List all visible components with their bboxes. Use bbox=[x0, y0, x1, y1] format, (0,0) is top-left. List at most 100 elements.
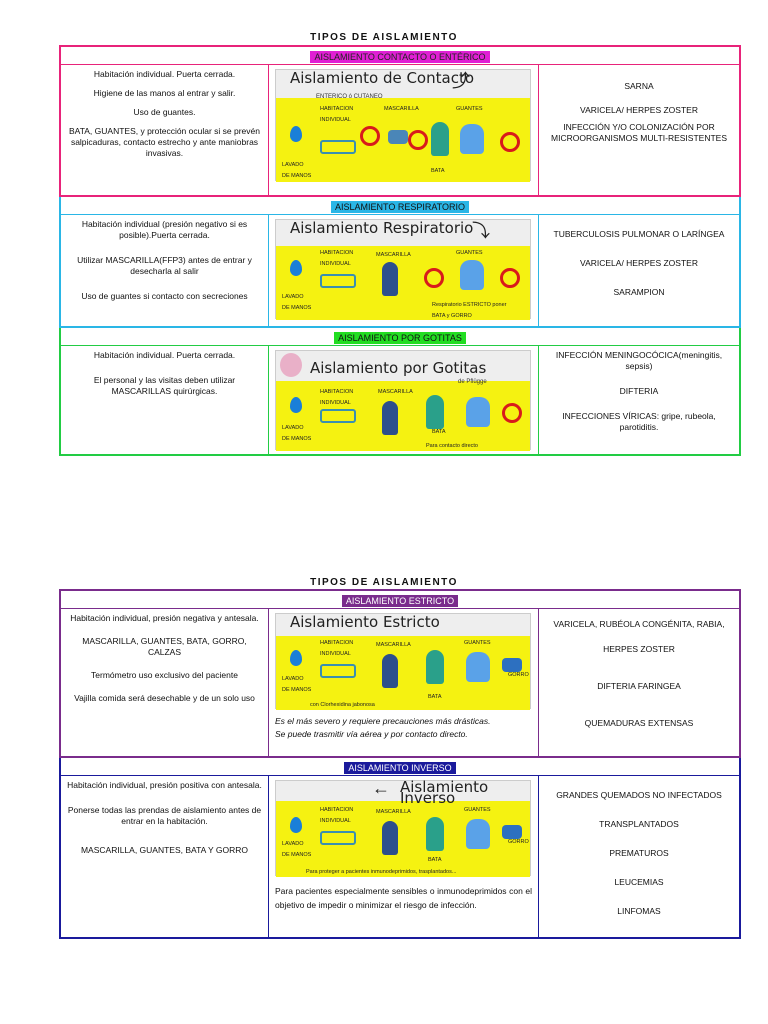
nurse-icon bbox=[382, 821, 398, 855]
note-text: Es el más severo y requiere precauciones… bbox=[275, 716, 491, 726]
precautions-cell: Habitación individual, presión negativa … bbox=[61, 609, 269, 756]
label-mascarilla: MASCARILLA bbox=[384, 106, 419, 112]
illustration-inverso: Aislamiento Inverso HABITACION INDIVIDUA… bbox=[275, 778, 531, 877]
illustration-estricto: Aislamiento Estricto HABITACION INDIVIDU… bbox=[275, 613, 531, 710]
sneeze-icon bbox=[280, 353, 302, 377]
illustration-cell: Aislamiento Estricto HABITACION INDIVIDU… bbox=[269, 609, 539, 756]
disease-text: INFECCIÓN Y/O COLONIZACIÓN POR MICROORGA… bbox=[551, 122, 727, 143]
no-entry-icon bbox=[424, 268, 444, 288]
bed-icon bbox=[320, 831, 356, 845]
no-entry-icon bbox=[500, 268, 520, 288]
section-header: AISLAMIENTO ESTRICTO bbox=[61, 591, 739, 608]
diseases-cell: INFECCIÓN MENINGOCÓCICA(meningitis, seps… bbox=[539, 346, 739, 454]
disease-text: INFECCIÓN MENINGOCÓCICA(meningitis, seps… bbox=[555, 350, 723, 371]
illustration-cell: Aislamiento de Contacto ENTERICO ó CUTAN… bbox=[269, 65, 539, 195]
precaution-text: MASCARILLA, GUANTES, BATA, GORRO, CALZAS bbox=[82, 636, 247, 657]
label-gorro: GORRO bbox=[508, 839, 529, 845]
disease-text: INFECCIONES VÍRICAS: gripe, rubeola, par… bbox=[562, 411, 716, 432]
label-lavado: LAVADO DE MANOS bbox=[282, 425, 312, 442]
illustration-respiratorio: Aislamiento Respiratorio HABITACION INDI… bbox=[275, 219, 531, 320]
nurse-icon bbox=[426, 395, 444, 429]
nurse-icon bbox=[426, 650, 444, 684]
bed-icon bbox=[320, 664, 356, 678]
page-2-table: AISLAMIENTO ESTRICTO Habitación individu… bbox=[59, 589, 741, 939]
label-habitacion: HABITACION INDIVIDUAL bbox=[320, 640, 354, 657]
illustration-note: Es el más severo y requiere precauciones… bbox=[275, 715, 532, 741]
illustration-subtitle: de Pflügge bbox=[458, 379, 487, 385]
precaution-text: Habitación individual. Puerta cerrada. bbox=[93, 350, 236, 360]
cap-icon bbox=[502, 825, 522, 839]
precaution-text: Habitación individual (presión negativo … bbox=[81, 219, 248, 240]
disease-text: HERPES ZOSTER bbox=[603, 644, 675, 654]
section-respiratorio: AISLAMIENTO RESPIRATORIO Habitación indi… bbox=[59, 197, 741, 328]
label-mascarilla: MASCARILLA bbox=[378, 389, 413, 395]
label-habitacion: HABITACION INDIVIDUAL bbox=[320, 389, 354, 406]
illustration-cell: Aislamiento por Gotitas de Pflügge HABIT… bbox=[269, 346, 539, 454]
arrow-icon: ⤵ bbox=[472, 221, 490, 241]
label-mascarilla: MASCARILLA bbox=[376, 642, 411, 648]
precautions-cell: Habitación individual, presión positiva … bbox=[61, 776, 269, 937]
label-lavado: LAVADO DE MANOS bbox=[282, 676, 312, 693]
gloves-icon bbox=[466, 397, 490, 427]
section-header: AISLAMIENTO CONTACTO O ENTÉRICO bbox=[61, 47, 739, 64]
note-text: Se puede trasmitir vía aérea y por conta… bbox=[275, 729, 468, 739]
precaution-text: El personal y las visitas deben utilizar… bbox=[93, 375, 236, 396]
label-guantes: GUANTES bbox=[464, 640, 491, 646]
disease-text: QUEMADURAS EXTENSAS bbox=[584, 718, 694, 728]
section-header-label: AISLAMIENTO POR GOTITAS bbox=[334, 332, 466, 344]
label-bata: BATA bbox=[431, 168, 445, 174]
precaution-text: Uso de guantes. bbox=[133, 107, 196, 117]
page-1-title: TIPOS DE AISLAMIENTO bbox=[310, 32, 458, 43]
bed-icon bbox=[320, 409, 356, 423]
diseases-cell: VARICELA, RUBÉOLA CONGÉNITA, RABIA, HERP… bbox=[539, 609, 739, 756]
water-drop-icon bbox=[290, 817, 302, 833]
note-text: Para pacientes especialmente sensibles o… bbox=[275, 886, 532, 910]
illustration-title: Aislamiento Inverso bbox=[400, 778, 489, 807]
precaution-text: Uso de guantes si contacto con secrecion… bbox=[81, 291, 248, 301]
illustration-title: Aislamiento Estricto bbox=[290, 613, 440, 631]
label-lavado: LAVADO DE MANOS bbox=[282, 294, 312, 311]
nurse-icon bbox=[426, 817, 444, 851]
precaution-text: Ponerse todas las prendas de aislamiento… bbox=[67, 805, 262, 826]
disease-text: LEUCEMIAS bbox=[614, 877, 664, 887]
illustration-cell: Aislamiento Respiratorio HABITACION INDI… bbox=[269, 215, 539, 326]
disease-text: VARICELA/ HERPES ZOSTER bbox=[580, 105, 698, 115]
label-lavado: LAVADO DE MANOS bbox=[282, 162, 312, 179]
label-mascarilla: MASCARILLA bbox=[376, 252, 411, 258]
section-header-label: AISLAMIENTO INVERSO bbox=[344, 762, 456, 774]
disease-text: DIFTERIA FARINGEA bbox=[597, 681, 681, 691]
page-1-table: AISLAMIENTO CONTACTO O ENTÉRICO Habitaci… bbox=[59, 45, 741, 456]
disease-text: SARAMPION bbox=[613, 287, 665, 297]
label-lavado: LAVADO DE MANOS bbox=[282, 841, 312, 858]
no-entry-icon bbox=[502, 403, 522, 423]
gloves-icon bbox=[460, 124, 484, 154]
label-respiratorio-estricto: Respiratorio ESTRICTO poner BATA y GORRO bbox=[432, 302, 507, 319]
label-habitacion: HABITACION INDIVIDUAL bbox=[320, 106, 354, 123]
gloves-icon bbox=[466, 819, 490, 849]
label-proteger: Para proteger a pacientes inmunodeprimid… bbox=[306, 869, 457, 875]
disease-text: VARICELA/ HERPES ZOSTER bbox=[580, 258, 698, 268]
precaution-text: Habitación individual, presión positiva … bbox=[67, 780, 262, 790]
precaution-text: Termómetro uso exclusivo del paciente bbox=[91, 670, 238, 680]
section-header-label: AISLAMIENTO CONTACTO O ENTÉRICO bbox=[310, 51, 490, 63]
water-drop-icon bbox=[290, 397, 302, 413]
label-bata: BATA bbox=[428, 857, 442, 863]
label-gorro: GORRO bbox=[508, 672, 529, 678]
illustration-title: Aislamiento Respiratorio bbox=[290, 219, 474, 237]
precaution-text: MASCARILLA, GUANTES, BATA Y GORRO bbox=[80, 845, 249, 855]
section-estricto: AISLAMIENTO ESTRICTO Habitación individu… bbox=[59, 589, 741, 758]
gloves-icon bbox=[460, 260, 484, 290]
label-habitacion: HABITACION INDIVIDUAL bbox=[320, 250, 354, 267]
illustration-note: Para pacientes especialmente sensibles o… bbox=[275, 884, 532, 912]
illustration-cell: Aislamiento Inverso HABITACION INDIVIDUA… bbox=[269, 776, 539, 937]
section-contacto: AISLAMIENTO CONTACTO O ENTÉRICO Habitaci… bbox=[59, 45, 741, 197]
section-header-label: AISLAMIENTO RESPIRATORIO bbox=[330, 201, 470, 213]
diseases-cell: GRANDES QUEMADOS NO INFECTADOS TRANSPLAN… bbox=[539, 776, 739, 937]
label-bata: BATA bbox=[428, 694, 442, 700]
section-header: AISLAMIENTO POR GOTITAS bbox=[61, 328, 739, 345]
bed-icon bbox=[320, 274, 356, 288]
label-guantes: GUANTES bbox=[456, 250, 483, 256]
disease-text: TUBERCULOSIS PULMONAR O LARÍNGEA bbox=[553, 229, 725, 239]
label-habitacion: HABITACION INDIVIDUAL bbox=[320, 807, 354, 824]
precaution-text: Habitación individual, presión negativa … bbox=[70, 613, 259, 623]
